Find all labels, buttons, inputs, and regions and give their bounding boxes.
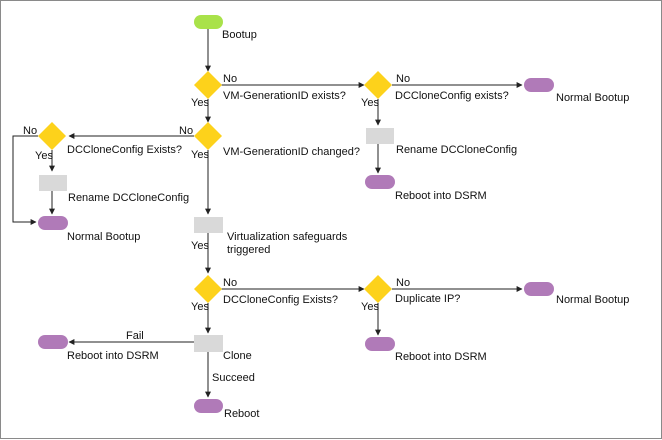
label-dcclone-top: DCCloneConfig exists?	[395, 90, 509, 102]
decision-dcclone-top	[364, 71, 392, 99]
edge-label-yes-vmgen-exists: Yes	[191, 97, 209, 109]
edge-label-succeed: Succeed	[212, 372, 255, 384]
label-normal-bootup-left: Normal Bootup	[67, 231, 140, 243]
label-reboot: Reboot	[224, 408, 259, 420]
label-normal-bootup-right: Normal Bootup	[556, 294, 629, 306]
terminator-normal-bootup-right	[524, 282, 554, 296]
label-dcclone-left: DCCloneConfig Exists?	[67, 144, 182, 156]
process-virtualization-safeguards	[194, 217, 223, 233]
label-duplicate-ip: Duplicate IP?	[395, 293, 460, 305]
label-normal-bootup-top: Normal Bootup	[556, 92, 629, 104]
label-reboot-dsrm-right: Reboot into DSRM	[395, 351, 487, 363]
start-terminator	[194, 15, 223, 29]
process-rename-top	[366, 128, 394, 144]
label-safeguards-line1: Virtualization safeguards	[227, 231, 348, 243]
edge-label-yes-dcclone-mid: Yes	[191, 301, 209, 313]
label-reboot-dsrm-top: Reboot into DSRM	[395, 190, 487, 202]
edge-label-no-dcclone-mid: No	[223, 277, 237, 289]
label-reboot-dsrm-left: Reboot into DSRM	[67, 350, 159, 362]
edge-label-no-vmgen-exists: No	[223, 73, 237, 85]
decision-vmgen-exists	[194, 71, 222, 99]
terminator-reboot-dsrm-top	[365, 175, 395, 189]
node-labels: Bootup VM-GenerationID exists? DCCloneCo…	[67, 29, 629, 420]
terminator-reboot-dsrm-right	[365, 337, 395, 351]
label-dcclone-mid: DCCloneConfig Exists?	[223, 294, 338, 306]
terminator-reboot-dsrm-left	[38, 335, 68, 349]
edge-label-no-dcclone-left: No	[23, 125, 37, 137]
label-rename-top: Rename DCCloneConfig	[396, 144, 517, 156]
edge-label-yes-dcclone-left: Yes	[35, 150, 53, 162]
edge-dcclone-left-no	[12, 135, 38, 225]
connectors	[12, 29, 523, 398]
label-clone: Clone	[223, 350, 252, 362]
shapes	[38, 15, 554, 413]
label-vmgen-exists: VM-GenerationID exists?	[223, 90, 346, 102]
edge-label-yes-duplicate-ip: Yes	[361, 301, 379, 313]
decision-vmgen-changed	[194, 122, 222, 150]
edge-label-yes-vmgen-changed: Yes	[191, 149, 209, 161]
decision-duplicate-ip	[364, 275, 392, 303]
edge-label-no-vmgen-changed: No	[179, 125, 193, 137]
edge-label-yes-safeguards: Yes	[191, 240, 209, 252]
label-safeguards-line2: triggered	[227, 244, 270, 256]
decision-dcclone-mid	[194, 275, 222, 303]
terminator-reboot	[194, 399, 223, 413]
edge-label-no-duplicate-ip: No	[396, 277, 410, 289]
edge-label-fail: Fail	[126, 330, 144, 342]
process-clone	[194, 335, 223, 352]
process-rename-left	[39, 175, 67, 191]
label-rename-left: Rename DCCloneConfig	[68, 192, 189, 204]
decision-dcclone-left	[38, 122, 66, 150]
terminator-normal-bootup-left	[38, 216, 68, 230]
label-bootup: Bootup	[222, 29, 257, 41]
terminator-normal-bootup-top	[524, 78, 554, 92]
edge-label-no-dcclone-top: No	[396, 73, 410, 85]
label-vmgen-changed: VM-GenerationID changed?	[223, 146, 360, 158]
edge-labels: No Yes No Yes No Yes No Yes Yes No Yes N…	[23, 73, 410, 384]
edge-label-yes-dcclone-top: Yes	[361, 97, 379, 109]
